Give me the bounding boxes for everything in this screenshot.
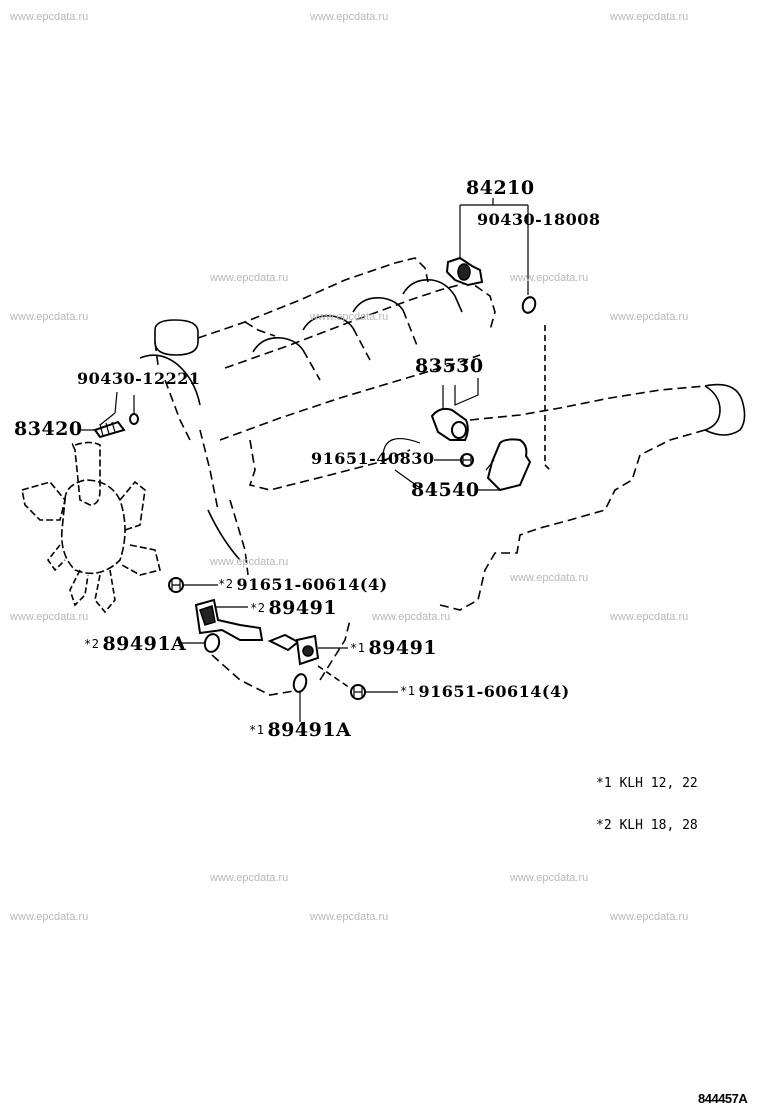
watermark: www.epcdata.ru	[310, 11, 389, 23]
watermark: www.epcdata.ru	[610, 311, 689, 323]
cam-position-sensor-84540	[394, 438, 532, 492]
watermark: www.epcdata.ru	[10, 611, 89, 623]
oil-pressure-switch-84210	[445, 256, 484, 287]
watermark: www.epcdata.ru	[210, 872, 289, 884]
watermark: www.epcdata.ru	[210, 556, 289, 568]
applicability-mark-k2: *2	[218, 577, 234, 591]
legend-line-2: *2 KLH 18, 28	[596, 818, 698, 833]
legend-line-1: *1 KLH 12, 22	[596, 776, 698, 791]
applicability-legend: *1 KLH 12, 22 *2 KLH 18, 28	[596, 749, 698, 847]
watermark: www.epcdata.ru	[10, 11, 89, 23]
applicability-mark-k1: *1	[350, 641, 366, 655]
applicability-mark-k2: *2	[250, 601, 266, 615]
watermark: www.epcdata.ru	[510, 872, 589, 884]
part-label-83420[interactable]: 83420	[14, 418, 83, 440]
part-number: 91651-60614(4)	[236, 575, 388, 594]
washer-90430-18008	[521, 296, 537, 314]
watermark: www.epcdata.ru	[310, 911, 389, 923]
part-number: 91651-60614(4)	[418, 682, 570, 701]
watermark: www.epcdata.ru	[10, 311, 89, 323]
part-label-90430-12221[interactable]: 90430-12221	[77, 369, 201, 388]
watermark: www.epcdata.ru	[610, 611, 689, 623]
part-number: 89491	[268, 597, 338, 619]
part-label-83530[interactable]: 83530	[415, 355, 484, 377]
applicability-mark-k1: *1	[400, 684, 416, 698]
part-label-90430-18008[interactable]: 90430-18008	[477, 210, 601, 229]
sensor-k1-89491	[267, 633, 348, 666]
leader-84210	[459, 198, 529, 295]
applicability-mark-k1: *1	[249, 723, 265, 737]
watermark: www.epcdata.ru	[210, 272, 289, 284]
watermark: www.epcdata.ru	[372, 611, 451, 623]
engine-block-outline	[139, 257, 496, 696]
bolt-k1-91651-60614	[317, 665, 398, 700]
gasket-k1-89491A	[292, 673, 308, 722]
watermark: www.epcdata.ru	[610, 911, 689, 923]
watermark: www.epcdata.ru	[510, 572, 589, 584]
cooling-fan-outline	[21, 441, 161, 614]
watermark: www.epcdata.ru	[610, 11, 689, 23]
part-label-91651-40830[interactable]: 91651-40830	[311, 449, 435, 468]
sensor-83420	[80, 391, 139, 439]
part-number: 89491	[368, 637, 438, 659]
watermark: www.epcdata.ru	[510, 272, 589, 284]
bolt-k2-91651-60614	[168, 577, 218, 593]
applicability-mark-k2: *2	[84, 637, 100, 651]
figure-number: 844457A	[698, 1091, 748, 1106]
part-label-84210[interactable]: 84210	[466, 177, 535, 199]
gasket-k2-89491A	[178, 633, 221, 653]
watermark: www.epcdata.ru	[310, 311, 389, 323]
part-number: 89491A	[102, 633, 187, 655]
bracket-k2-89491	[194, 598, 264, 641]
watermark: www.epcdata.ru	[10, 911, 89, 923]
transmission-outline	[439, 325, 746, 611]
part-label-84540[interactable]: 84540	[411, 479, 480, 501]
bolt-91651-40830	[434, 453, 474, 467]
sensor-83530	[382, 378, 479, 456]
part-number: 89491A	[267, 719, 352, 741]
